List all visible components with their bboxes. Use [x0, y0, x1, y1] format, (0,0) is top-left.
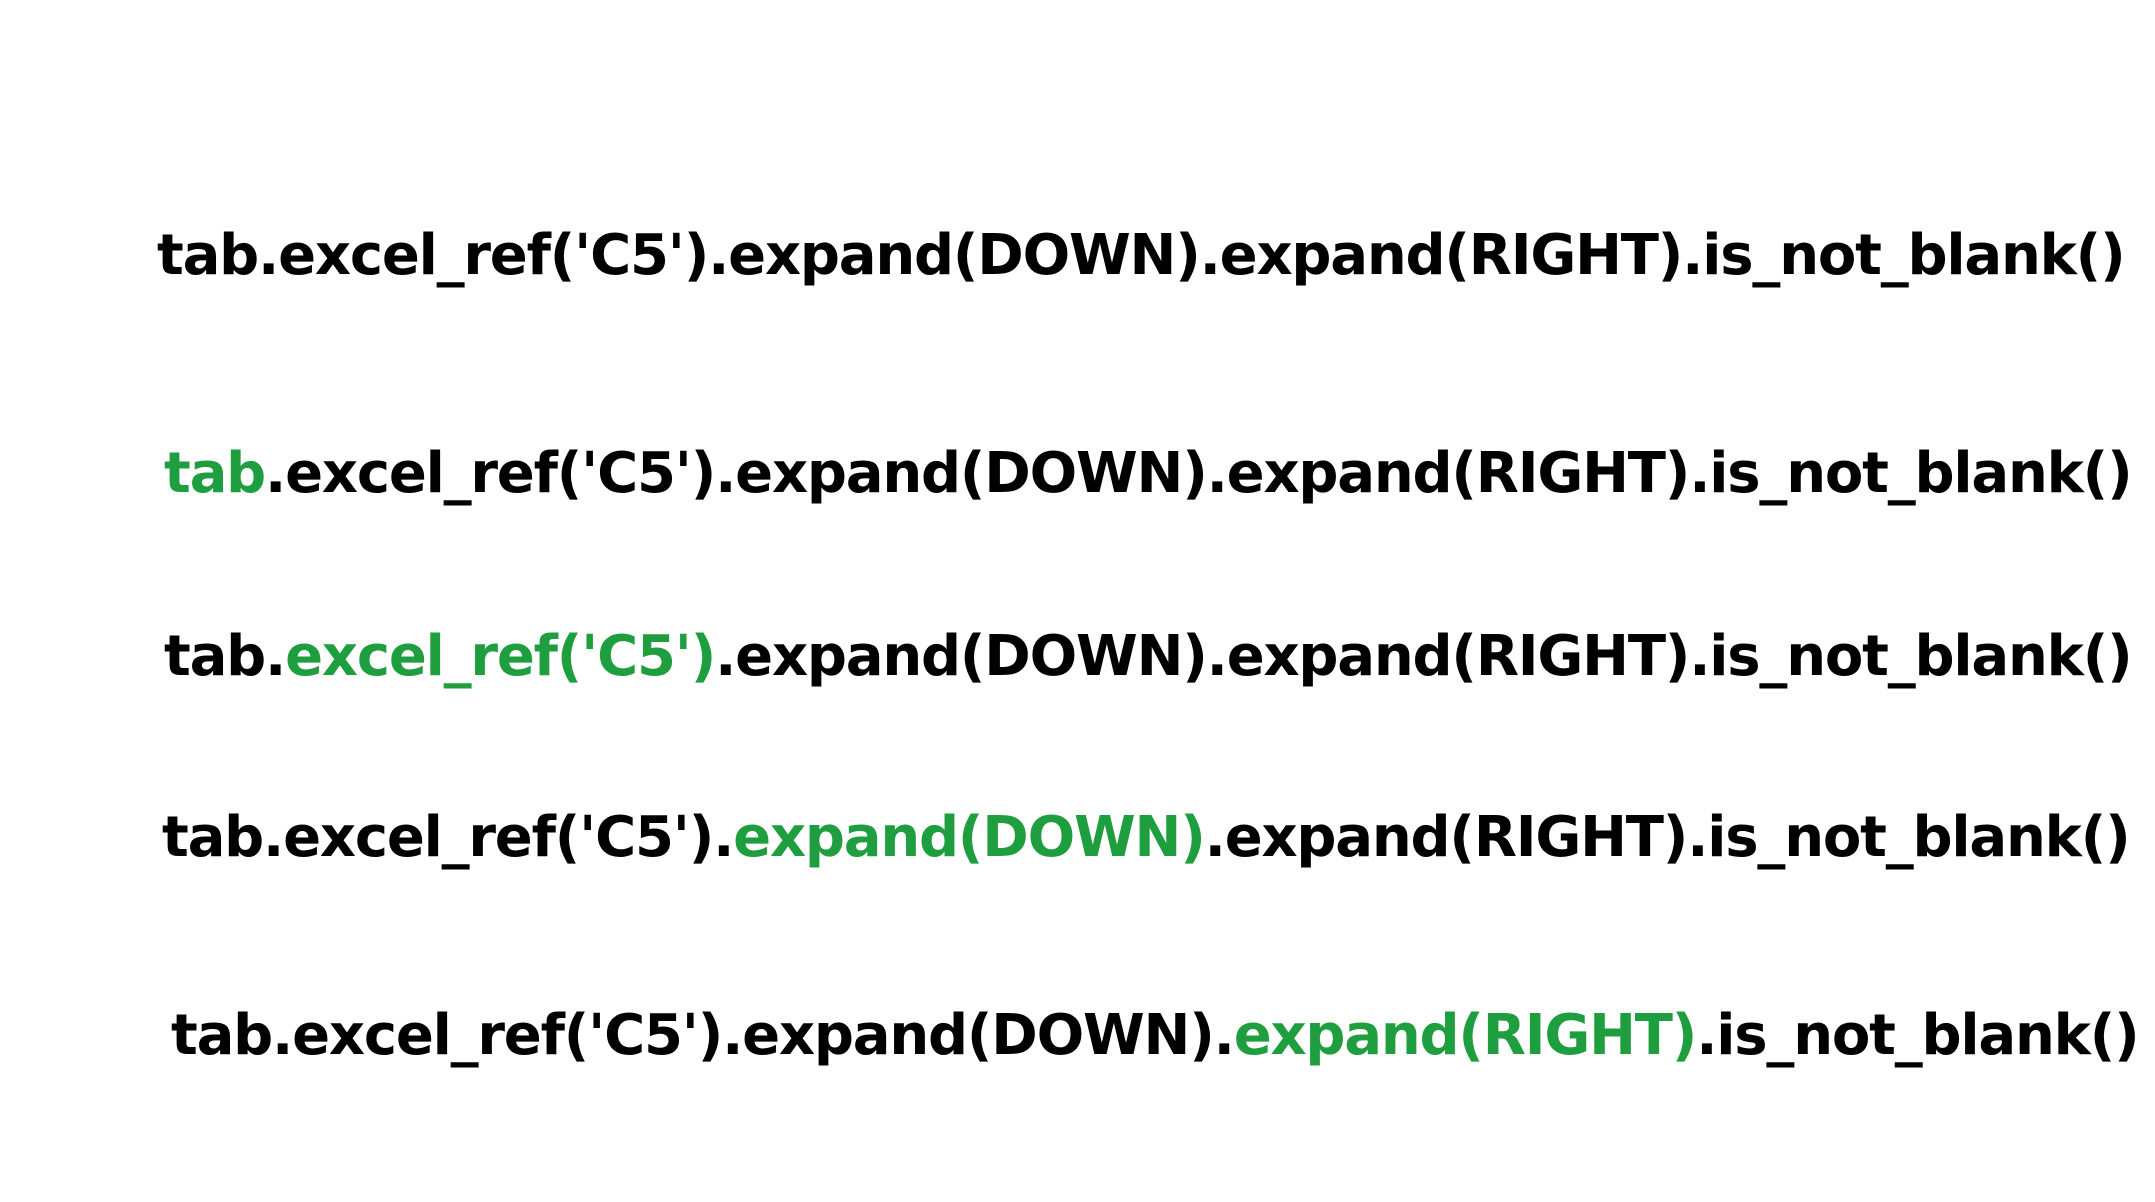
- code-before: tab.: [164, 624, 286, 689]
- code-highlight: excel_ref('C5'): [285, 624, 716, 689]
- code-line-1: tab.excel_ref('C5').expand(DOWN).expand(…: [157, 228, 2126, 284]
- code-after: .excel_ref('C5').expand(DOWN).expand(RIG…: [265, 441, 2133, 506]
- code-line-4: tab.excel_ref('C5').expand(DOWN).expand(…: [162, 810, 2131, 866]
- code-before: tab.excel_ref('C5').: [162, 805, 734, 870]
- code-highlight: expand(RIGHT): [1233, 1003, 1698, 1068]
- code-highlight: expand(DOWN): [733, 805, 1206, 870]
- code-before: tab.excel_ref('C5').expand(DOWN).: [171, 1003, 1235, 1068]
- code-before: tab.excel_ref('C5').expand(DOWN).expand(…: [157, 223, 2126, 288]
- code-after: .is_not_blank(): [1696, 1003, 2139, 1068]
- code-highlight: tab: [164, 441, 266, 506]
- code-after: .expand(DOWN).expand(RIGHT).is_not_blank…: [715, 624, 2133, 689]
- code-line-2: tab.excel_ref('C5').expand(DOWN).expand(…: [164, 446, 2133, 502]
- code-line-5: tab.excel_ref('C5').expand(DOWN).expand(…: [171, 1008, 2140, 1064]
- code-line-3: tab.excel_ref('C5').expand(DOWN).expand(…: [164, 629, 2133, 685]
- code-after: .expand(RIGHT).is_not_blank(): [1204, 805, 2131, 870]
